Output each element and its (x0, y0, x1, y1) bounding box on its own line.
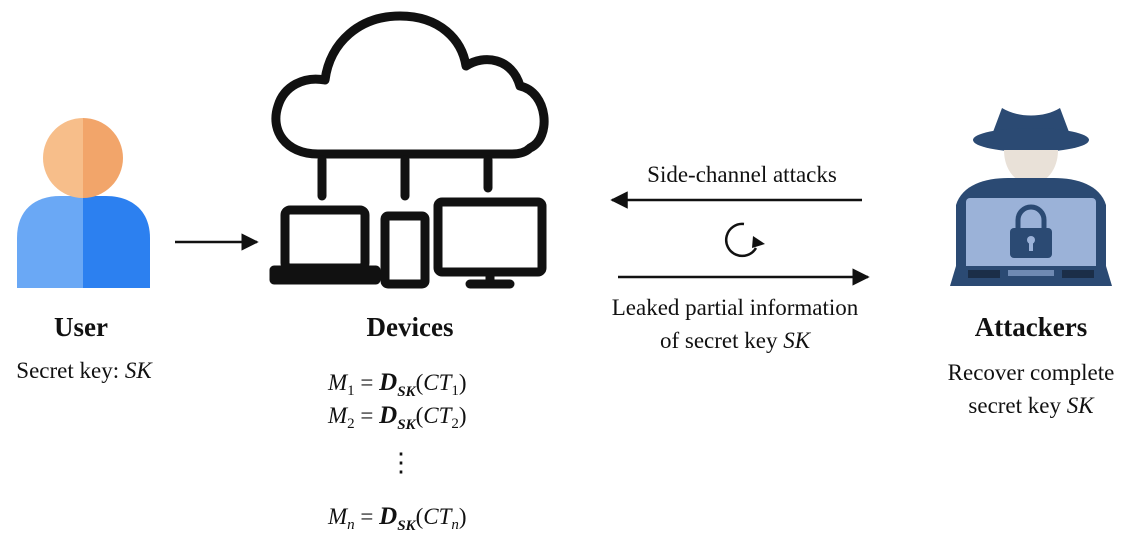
leaked-info-line2: of secret key SK (580, 328, 890, 354)
attackers-title: Attackers (974, 312, 1088, 342)
eq1-fn: D (379, 369, 398, 396)
eq2-lhs: M (328, 403, 348, 428)
decryption-equation-n: Mn = DSK(CTn) (328, 503, 467, 534)
cloud-connectors (317, 155, 493, 201)
eqn-lhs-sub: n (347, 517, 355, 533)
decryption-equation-1: M1 = DSK(CT1) (328, 369, 467, 400)
eq2-fn-sub: SK (397, 417, 416, 433)
eq1-fn-sub: SK (397, 384, 416, 400)
leaked-info-key: SK (783, 328, 811, 353)
decryption-equation-2: M2 = DSK(CT2) (328, 402, 467, 433)
phone-icon (380, 211, 430, 289)
attackers-line2-prefix: secret key (968, 393, 1067, 418)
eqn-fn-sub: SK (397, 518, 416, 534)
user-icon (17, 118, 150, 288)
eqn-arg-sub: n (451, 517, 459, 533)
eq2-fn: D (379, 402, 398, 429)
attackers-line2: secret key SK (925, 393, 1130, 419)
side-channel-label: Side-channel attacks (647, 162, 837, 187)
leaked-info-line1: Leaked partial information (611, 295, 859, 320)
hacker-icon (950, 108, 1112, 286)
devices-title: Devices (366, 312, 454, 342)
eq2-arg-sub: 2 (451, 416, 459, 432)
eq1-arg-sub: 1 (451, 383, 459, 399)
eqn-op: = (354, 504, 380, 529)
refresh-icon (724, 222, 765, 258)
attackers-key-name: SK (1066, 393, 1094, 418)
user-key-name: SK (124, 358, 152, 383)
eq1-lhs: M (328, 370, 348, 395)
laptop-icon (269, 205, 381, 285)
eq2-arg: CT (423, 403, 452, 428)
leaked-info-prefix: of secret key (659, 328, 784, 353)
eq2-lhs-sub: 2 (347, 416, 355, 432)
user-title: User (54, 312, 108, 342)
eq2-op: = (354, 403, 380, 428)
cloud-icon (271, 11, 549, 159)
eqn-lhs: M (328, 504, 348, 529)
monitor-icon (433, 197, 547, 289)
eq1-arg: CT (423, 370, 452, 395)
user-key-prefix: Secret key: (16, 358, 125, 383)
eq1-op: = (354, 370, 380, 395)
lock-icon (1010, 204, 1052, 258)
eqn-arg: CT (423, 504, 452, 529)
eq1-lhs-sub: 1 (347, 383, 355, 399)
equation-ellipsis: ⋮ (388, 448, 414, 477)
eqn-fn: D (379, 503, 398, 530)
user-key-label: Secret key: SK (0, 358, 168, 384)
attackers-line1: Recover complete (947, 360, 1115, 385)
